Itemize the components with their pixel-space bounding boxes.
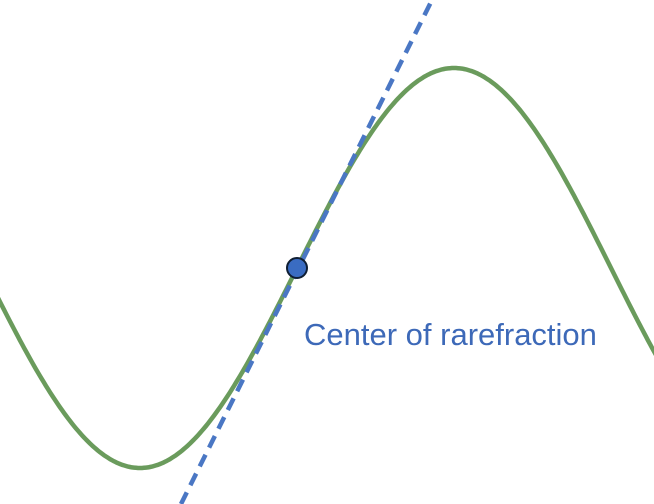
center-label: Center of rarefraction (304, 317, 597, 352)
wave-curve (0, 65, 654, 471)
tangent-line (178, 0, 435, 504)
center-of-rarefraction-point (286, 257, 308, 279)
